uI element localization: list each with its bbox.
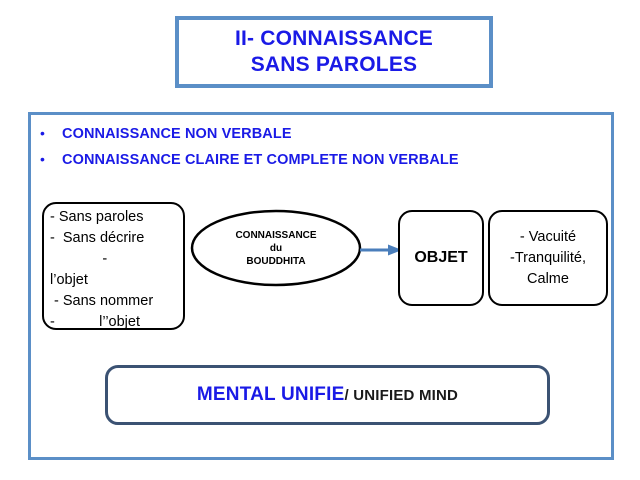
list-item-label: CONNAISSANCE CLAIRE ET COMPLETE NON VERB… xyxy=(62,152,459,168)
title-line-1: II- CONNAISSANCE xyxy=(234,27,434,50)
left-box-line: - xyxy=(50,251,108,267)
mental-unifie-french-label: MENTAL UNIFIE xyxy=(196,384,345,405)
arrow-right-icon xyxy=(360,244,402,256)
left-box-line: - l’’objet xyxy=(50,314,140,330)
page-title: II- CONNAISSANCE SANS PAROLES xyxy=(235,26,433,78)
bullet-list: • CONNAISSANCE NON VERBALE • CONNAISSANC… xyxy=(34,123,594,175)
ellipse-shape-icon xyxy=(190,209,362,287)
qualities-line: - Vacuité xyxy=(519,228,577,245)
knowledge-ellipse: CONNAISSANCE du BOUDDHITA xyxy=(190,209,362,287)
objet-label: OBJET xyxy=(414,249,468,266)
bullet-marker-icon: • xyxy=(40,151,45,167)
mental-unifie-box: MENTAL UNIFIE / UNIFIED MIND xyxy=(105,365,550,425)
ellipse-label: CONNAISSANCE du BOUDDHITA xyxy=(190,209,362,287)
left-box-line: - Sans décrire xyxy=(50,230,145,246)
ellipse-line-2: du xyxy=(269,242,283,254)
bullet-marker-icon: • xyxy=(40,125,45,141)
left-box-line: - Sans nommer xyxy=(50,293,154,309)
qualities-box: - Vacuité -Tranquilité, Calme xyxy=(488,210,608,306)
qualities-line: -Tranquilité, xyxy=(509,249,587,266)
qualities-line: Calme xyxy=(527,270,569,287)
list-item-label: CONNAISSANCE NON VERBALE xyxy=(62,126,292,142)
list-item: • CONNAISSANCE CLAIRE ET COMPLETE NON VE… xyxy=(34,149,594,170)
ellipse-line-3: BOUDDHITA xyxy=(246,255,306,267)
ellipse-line-1: CONNAISSANCE xyxy=(235,229,317,241)
list-item: • CONNAISSANCE NON VERBALE xyxy=(34,123,594,144)
objet-box: OBJET xyxy=(398,210,484,306)
mental-unifie-english-label: / UNIFIED MIND xyxy=(344,386,459,404)
title-line-2: SANS PAROLES xyxy=(250,53,418,76)
title-box: II- CONNAISSANCE SANS PAROLES xyxy=(175,16,493,88)
left-box-line: l’objet xyxy=(50,272,88,288)
left-box-line: - Sans paroles xyxy=(50,209,144,225)
left-conditions-box: - Sans paroles - Sans décrire - l’objet … xyxy=(42,202,185,330)
flow-arrow xyxy=(360,243,402,257)
